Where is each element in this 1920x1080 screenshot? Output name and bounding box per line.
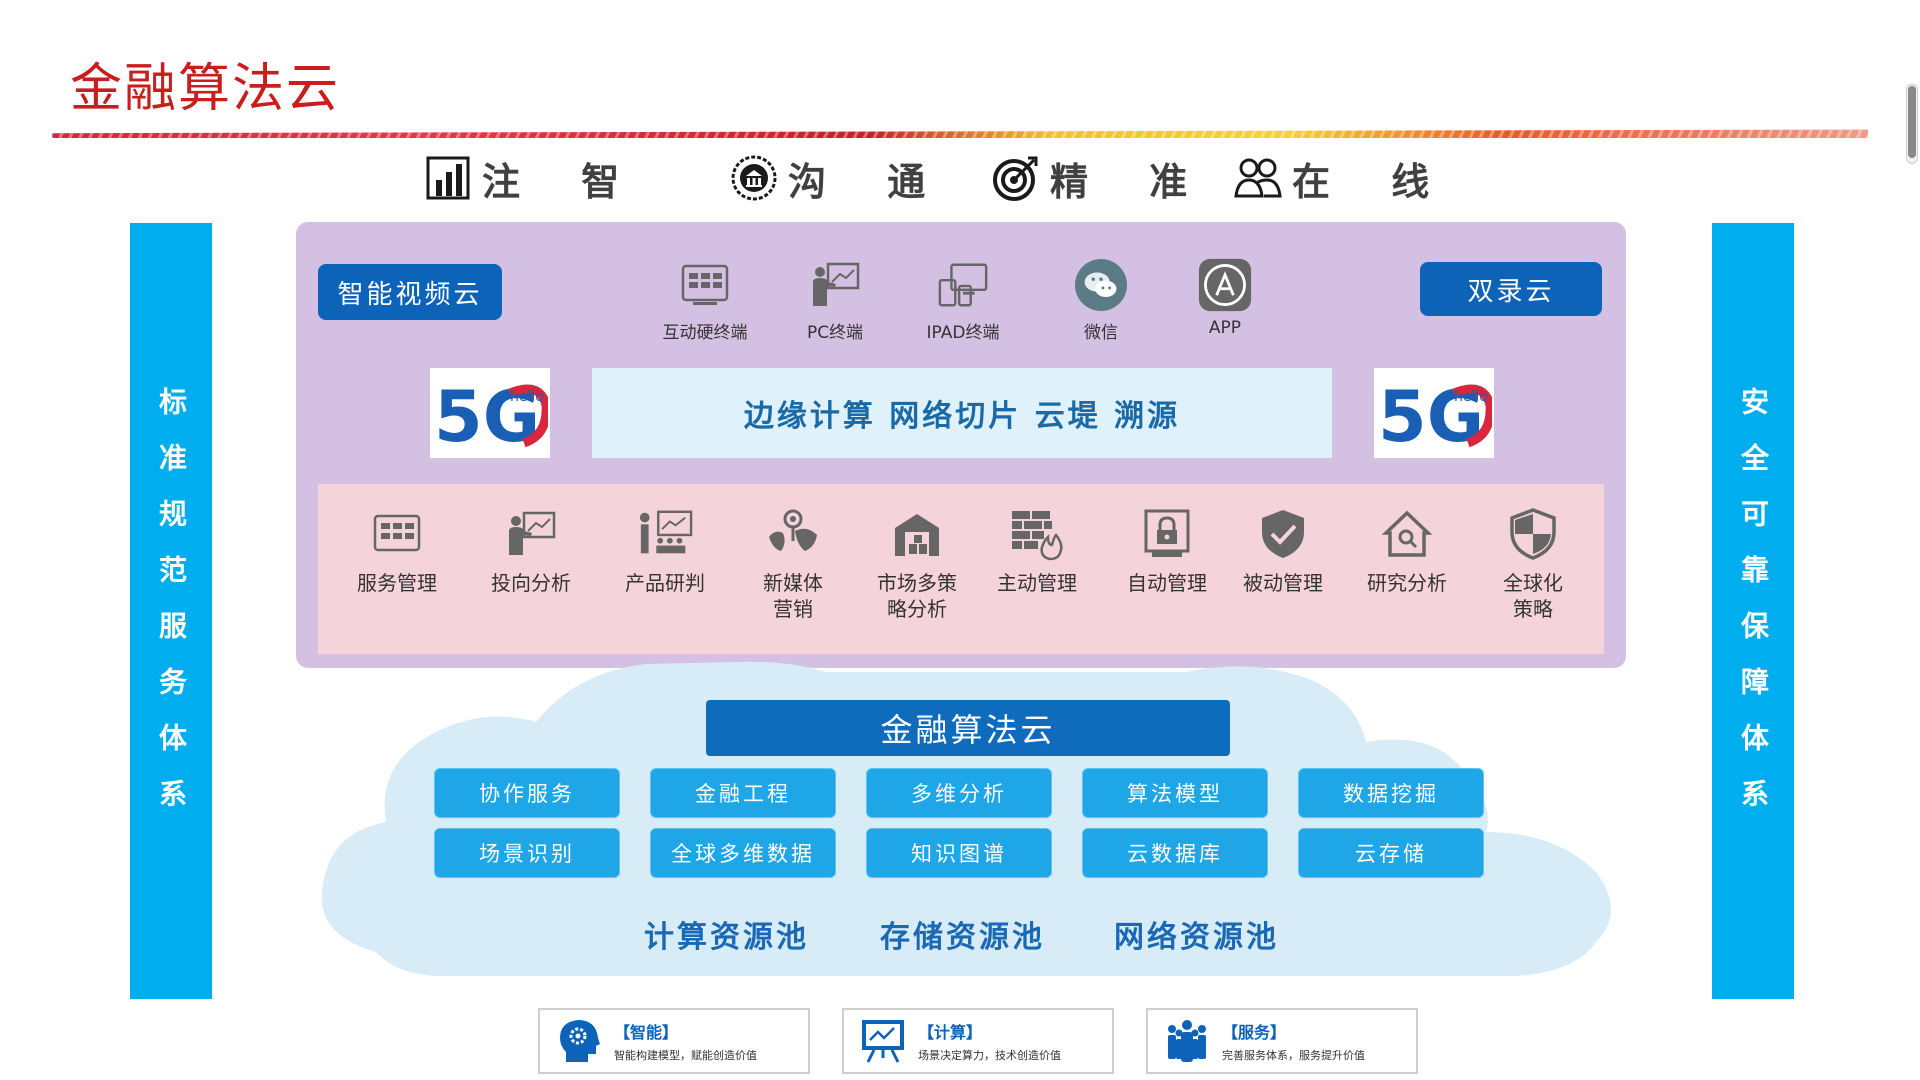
ipad-devices-icon: [936, 258, 990, 312]
principle-label: 沟 通: [788, 158, 950, 204]
terminal-item: IPAD终端: [908, 258, 1018, 343]
left-column-label: 标准规范服务体系: [155, 387, 188, 835]
board-chart-icon: [860, 1018, 906, 1064]
service-item: 研究分析: [1352, 506, 1462, 596]
cloud-service-button[interactable]: 知识图谱: [866, 828, 1052, 878]
5g-logo-left: 5G hello: [430, 368, 550, 458]
service-label: 研究分析: [1367, 571, 1447, 595]
service-label: 投向分析: [491, 571, 571, 595]
cloud-service-button[interactable]: 云数据库: [1082, 828, 1268, 878]
value-card-service: 【服务】 完善服务体系，服务提升价值: [1146, 1008, 1418, 1074]
globe-pin-icon: [765, 506, 821, 562]
service-item: 全球化 策略: [1478, 506, 1588, 622]
terminal-label: APP: [1208, 318, 1242, 338]
terminal-label: IPAD终端: [926, 323, 1000, 343]
cloud-service-button[interactable]: 场景识别: [434, 828, 620, 878]
security-assurance-column: 安全可靠保障体系: [1712, 223, 1794, 999]
right-column-label: 安全可靠保障体系: [1737, 387, 1770, 835]
service-label: 自动管理: [1127, 571, 1207, 595]
shield-half-icon: [1505, 506, 1561, 562]
head-gear-icon: [556, 1018, 602, 1064]
terminal-item: 互动硬终端: [650, 258, 760, 343]
card-title: 【智能】: [614, 1023, 679, 1042]
principle-item: 精 准: [992, 150, 1211, 206]
terminal-item: APP: [1170, 258, 1280, 338]
shield-check-icon: [1255, 506, 1311, 562]
house-search-icon: [1379, 506, 1435, 562]
network-resource-pool: 网络资源池: [1114, 920, 1279, 955]
service-label: 服务管理: [357, 571, 437, 595]
cloud-service-button[interactable]: 多维分析: [866, 768, 1052, 818]
presenter-chart-icon: [503, 506, 559, 562]
service-item: 自动管理: [1112, 506, 1222, 596]
5g-hello-text: hello: [510, 389, 544, 405]
terminal-label: 互动硬终端: [662, 323, 748, 343]
card-title: 【计算】: [918, 1023, 983, 1042]
storage-resource-pool: 存储资源池: [880, 920, 1045, 955]
value-card-intelligence: 【智能】 智能构建模型，赋能创造价值: [538, 1008, 810, 1074]
principle-label: 精 准: [1050, 158, 1212, 204]
target-icon: [992, 154, 1040, 202]
scrollbar-thumb[interactable]: [1908, 86, 1916, 158]
5g-hello-text: hello: [1454, 389, 1488, 405]
wechat-icon: [1074, 258, 1128, 312]
interactive-terminal-icon: [678, 258, 732, 312]
terminal-label: PC终端: [806, 323, 864, 343]
service-label: 新媒体 营销: [763, 571, 823, 621]
service-label: 市场多策 略分析: [877, 571, 957, 621]
cloud-shape: [321, 661, 1611, 976]
value-card-computing: 【计算】 场景决定算力，技术创造价值: [842, 1008, 1114, 1074]
firewall-icon: [1009, 506, 1065, 562]
cloud-title: 金融算法云: [706, 700, 1230, 756]
terminal-item: PC终端: [780, 258, 890, 343]
cloud-service-button[interactable]: 云存储: [1298, 828, 1484, 878]
service-item: 新媒体 营销: [738, 506, 848, 622]
service-item: 服务管理: [342, 506, 452, 596]
app-store-icon: [1198, 258, 1252, 312]
smart-video-cloud-button[interactable]: 智能视频云: [318, 264, 502, 320]
bank-icon: [730, 154, 778, 202]
cloud-service-button[interactable]: 数据挖掘: [1298, 768, 1484, 818]
team-icon: [1164, 1018, 1210, 1064]
service-item: 被动管理: [1228, 506, 1338, 596]
principle-label: 在 线: [1292, 158, 1454, 204]
ribbon-stripes: [52, 130, 1868, 138]
edge-computing-bar: 边缘计算 网络切片 云堤 溯源: [592, 368, 1332, 458]
service-item: 产品研判: [610, 506, 720, 596]
card-subtitle: 场景决定算力，技术创造价值: [918, 1049, 1061, 1062]
cloud-service-button[interactable]: 算法模型: [1082, 768, 1268, 818]
card-subtitle: 完善服务体系，服务提升价值: [1222, 1049, 1365, 1062]
lock-screen-icon: [1139, 506, 1195, 562]
cloud-service-button[interactable]: 协作服务: [434, 768, 620, 818]
5g-logo-right: 5G hello: [1374, 368, 1494, 458]
service-label: 主动管理: [997, 571, 1077, 595]
pc-presenter-icon: [808, 258, 862, 312]
grid-panel-icon: [369, 506, 425, 562]
service-item: 市场多策 略分析: [862, 506, 972, 622]
principle-item: 在 线: [1234, 150, 1453, 206]
card-title: 【服务】: [1222, 1023, 1287, 1042]
decorative-ribbon: [52, 129, 1868, 138]
terminal-item: 微信: [1046, 258, 1156, 343]
meeting-chart-icon: [637, 506, 693, 562]
cloud-service-button[interactable]: 全球多维数据: [650, 828, 836, 878]
bar-chart-icon: [424, 154, 472, 202]
card-subtitle: 智能构建模型，赋能创造价值: [614, 1049, 757, 1062]
compute-resource-pool: 计算资源池: [644, 920, 809, 955]
service-item: 投向分析: [476, 506, 586, 596]
service-label: 全球化 策略: [1503, 571, 1563, 621]
service-label: 被动管理: [1243, 571, 1323, 595]
service-item: 主动管理: [982, 506, 1092, 596]
people-icon: [1234, 154, 1282, 202]
warehouse-icon: [889, 506, 945, 562]
principle-item: 注 智: [424, 150, 643, 206]
principle-label: 注 智: [482, 158, 644, 204]
terminal-label: 微信: [1084, 323, 1118, 343]
standards-service-column: 标准规范服务体系: [130, 223, 212, 999]
page-title: 金融算法云: [70, 59, 341, 119]
principle-item: 沟 通: [730, 150, 949, 206]
cloud-service-button[interactable]: 金融工程: [650, 768, 836, 818]
service-label: 产品研判: [625, 571, 705, 595]
dual-record-cloud-button[interactable]: 双录云: [1420, 262, 1602, 316]
